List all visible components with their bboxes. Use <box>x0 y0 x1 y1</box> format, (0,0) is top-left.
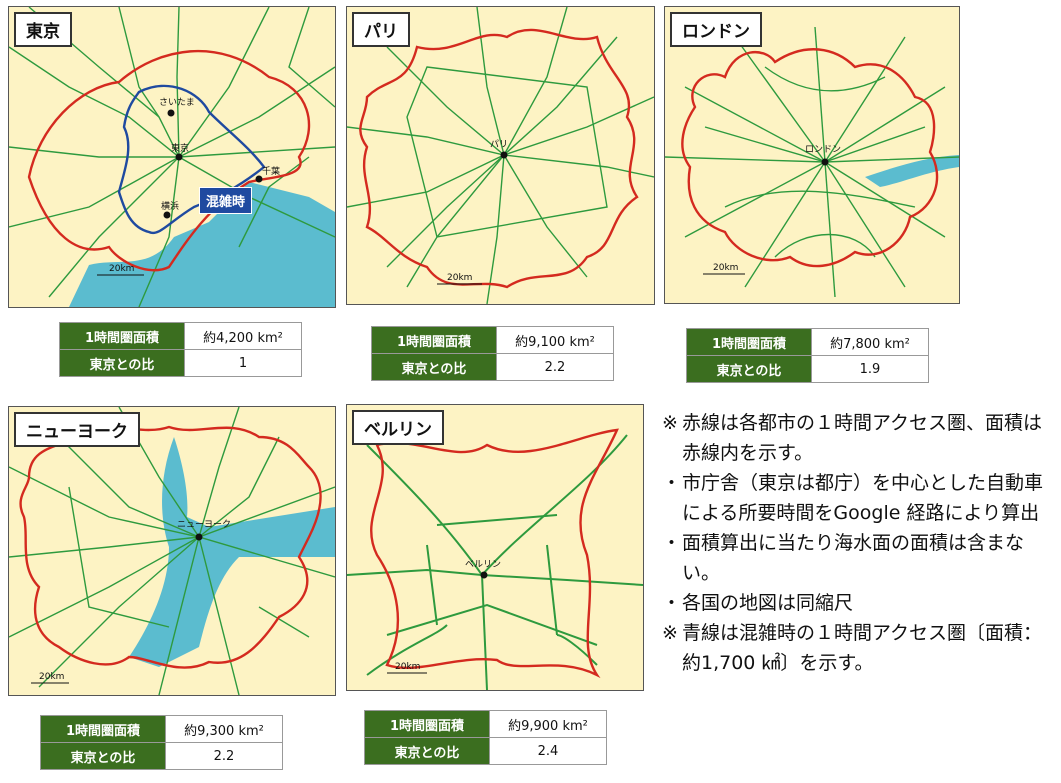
area-label: 1時間圏面積 <box>59 322 185 350</box>
tokyo-scale: 20km <box>109 264 134 274</box>
map-newyork: ニューヨーク 20km ニューヨーク <box>8 406 336 696</box>
note-item: ・市庁舎（東京は都庁）を中心とした自動車による所要時間をGoogle 経路により… <box>662 468 1058 528</box>
note-text: 赤線は各都市の１時間アクセス圏、面積は赤線内を示す。 <box>682 412 1043 464</box>
tokyo-sublabel-2: 千葉 <box>262 165 280 177</box>
area-value: 約9,900 km² <box>489 710 607 738</box>
ratio-label: 東京との比 <box>364 737 490 765</box>
ratio-value: 2.2 <box>165 742 283 770</box>
paris-center-label: パリ <box>490 139 508 150</box>
ratio-value: 1.9 <box>811 355 929 383</box>
area-label: 1時間圏面積 <box>40 715 166 743</box>
note-item: ※赤線は各都市の１時間アクセス圏、面積は赤線内を示す。 <box>662 408 1058 468</box>
notes: ※赤線は各都市の１時間アクセス圏、面積は赤線内を示す。 ・市庁舎（東京は都庁）を… <box>662 408 1058 678</box>
note-bullet: ・ <box>662 592 682 614</box>
london-center-label: ロンドン <box>805 145 841 155</box>
area-label: 1時間圏面積 <box>686 328 812 356</box>
berlin-scale: 20km <box>395 662 420 672</box>
map-tokyo: さいたま 東京 横浜 千葉 20km 東京 混雑時 <box>8 6 336 308</box>
map-london: ロンドン 20km ロンドン <box>664 6 960 304</box>
map-title-newyork: ニューヨーク <box>14 412 140 447</box>
tokyo-sublabel-1: 横浜 <box>161 200 179 212</box>
map-title-tokyo: 東京 <box>14 12 72 47</box>
note-text: 市庁舎（東京は都庁）を中心とした自動車による所要時間をGoogle 経路により算… <box>682 472 1044 524</box>
ratio-label: 東京との比 <box>686 355 812 383</box>
map-title-paris: パリ <box>352 12 410 47</box>
paris-map-graphic: パリ 20km <box>347 7 654 304</box>
berlin-center-label: ベルリン <box>465 560 501 570</box>
note-text: 青線は混雑時の１時間アクセス圏〔面積：約1,700 ㎢〕を示す。 <box>682 622 1043 674</box>
tokyo-center-label: 東京 <box>171 142 189 154</box>
ratio-value: 2.4 <box>489 737 607 765</box>
newyork-scale: 20km <box>39 672 64 682</box>
note-item: ※青線は混雑時の１時間アクセス圏〔面積：約1,700 ㎢〕を示す。 <box>662 618 1058 678</box>
note-bullet: ※ <box>662 622 678 644</box>
ratio-label: 東京との比 <box>59 349 185 377</box>
note-bullet: ※ <box>662 412 678 434</box>
map-berlin: ベルリン 20km ベルリン <box>346 404 644 691</box>
newyork-center-label: ニューヨーク <box>177 519 231 530</box>
ratio-label: 東京との比 <box>40 742 166 770</box>
paris-scale: 20km <box>447 273 472 283</box>
london-scale: 20km <box>713 263 738 273</box>
map-title-berlin: ベルリン <box>352 410 444 445</box>
ratio-label: 東京との比 <box>371 353 497 381</box>
note-item: ・面積算出に当たり海水面の面積は含まない。 <box>662 528 1058 588</box>
note-item: ・各国の地図は同縮尺 <box>662 588 1058 618</box>
area-label: 1時間圏面積 <box>371 326 497 354</box>
note-text: 各国の地図は同縮尺 <box>682 592 854 614</box>
area-value: 約7,800 km² <box>811 328 929 356</box>
tokyo-map-graphic: さいたま 東京 横浜 千葉 20km <box>9 7 335 307</box>
map-paris: パリ 20km パリ <box>346 6 655 305</box>
london-map-graphic: ロンドン 20km <box>665 26 959 298</box>
map-title-london: ロンドン <box>670 12 762 47</box>
ratio-value: 1 <box>184 349 302 377</box>
newyork-map-graphic: ニューヨーク 20km <box>9 407 335 695</box>
area-value: 約4,200 km² <box>184 322 302 350</box>
note-bullet: ・ <box>662 472 682 494</box>
area-value: 約9,300 km² <box>165 715 283 743</box>
congestion-label: 混雑時 <box>199 187 253 214</box>
berlin-map-graphic: ベルリン 20km <box>347 428 643 690</box>
area-value: 約9,100 km² <box>496 326 614 354</box>
tokyo-sublabel-0: さいたま <box>159 97 195 108</box>
note-bullet: ・ <box>662 532 682 554</box>
note-text: 面積算出に当たり海水面の面積は含まない。 <box>682 532 1025 584</box>
ratio-value: 2.2 <box>496 353 614 381</box>
area-label: 1時間圏面積 <box>364 710 490 738</box>
